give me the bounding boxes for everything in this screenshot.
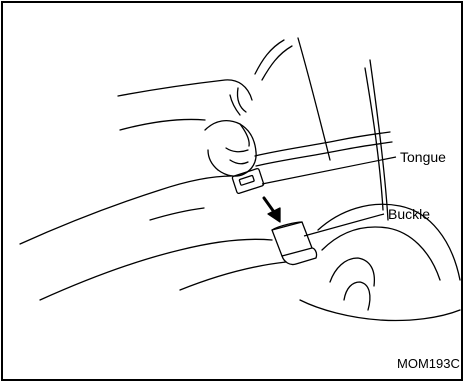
buckle-leader-line bbox=[304, 214, 384, 236]
buckle-label: Buckle bbox=[388, 207, 430, 221]
tongue-leader-line bbox=[262, 157, 396, 184]
tongue-label: Tongue bbox=[400, 150, 446, 164]
figure-code: MOM193C bbox=[397, 357, 460, 370]
